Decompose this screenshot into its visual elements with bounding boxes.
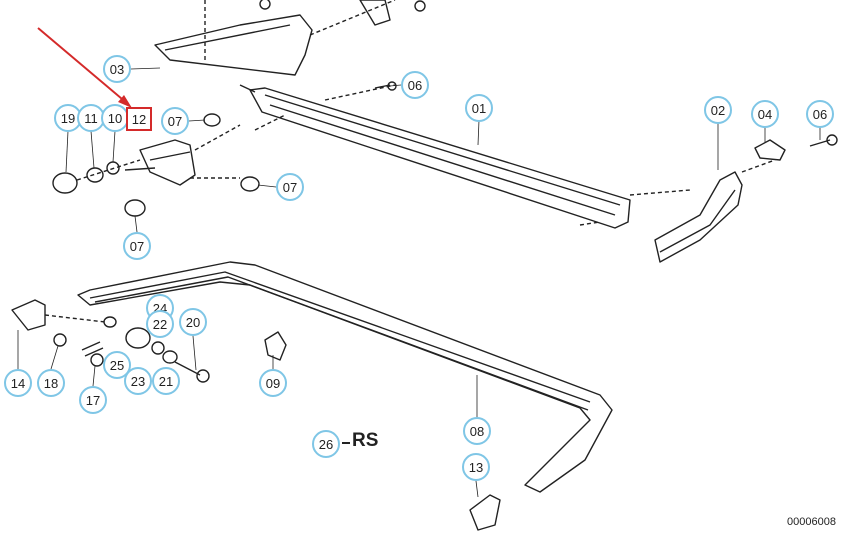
callout-08[interactable]: 08 xyxy=(463,417,491,445)
callout-14[interactable]: 14 xyxy=(4,369,32,397)
callout-07-upper[interactable]: 07 xyxy=(161,107,189,135)
callout-06-top[interactable]: 06 xyxy=(401,71,429,99)
callout-07-middle[interactable]: 07 xyxy=(276,173,304,201)
callout-18[interactable]: 18 xyxy=(37,369,65,397)
callout-23[interactable]: 23 xyxy=(124,367,152,395)
callout-10[interactable]: 10 xyxy=(101,104,129,132)
callout-22[interactable]: 22 xyxy=(146,310,174,338)
callout-20[interactable]: 20 xyxy=(179,308,207,336)
rs-label: RS xyxy=(352,430,379,451)
callout-04[interactable]: 04 xyxy=(751,100,779,128)
callout-21[interactable]: 21 xyxy=(152,367,180,395)
callout-02[interactable]: 02 xyxy=(704,96,732,124)
callout-26[interactable]: 26 xyxy=(312,430,340,458)
callout-13[interactable]: 13 xyxy=(462,453,490,481)
callout-12-highlighted[interactable]: 12 xyxy=(126,107,152,131)
callout-07-lower[interactable]: 07 xyxy=(123,232,151,260)
callout-09[interactable]: 09 xyxy=(259,369,287,397)
rs-dash xyxy=(342,442,350,444)
callout-06-right[interactable]: 06 xyxy=(806,100,834,128)
callout-01[interactable]: 01 xyxy=(465,94,493,122)
callout-17[interactable]: 17 xyxy=(79,386,107,414)
callout-03[interactable]: 03 xyxy=(103,55,131,83)
doc-number: 00006008 xyxy=(787,516,836,528)
callout-25[interactable]: 25 xyxy=(103,351,131,379)
